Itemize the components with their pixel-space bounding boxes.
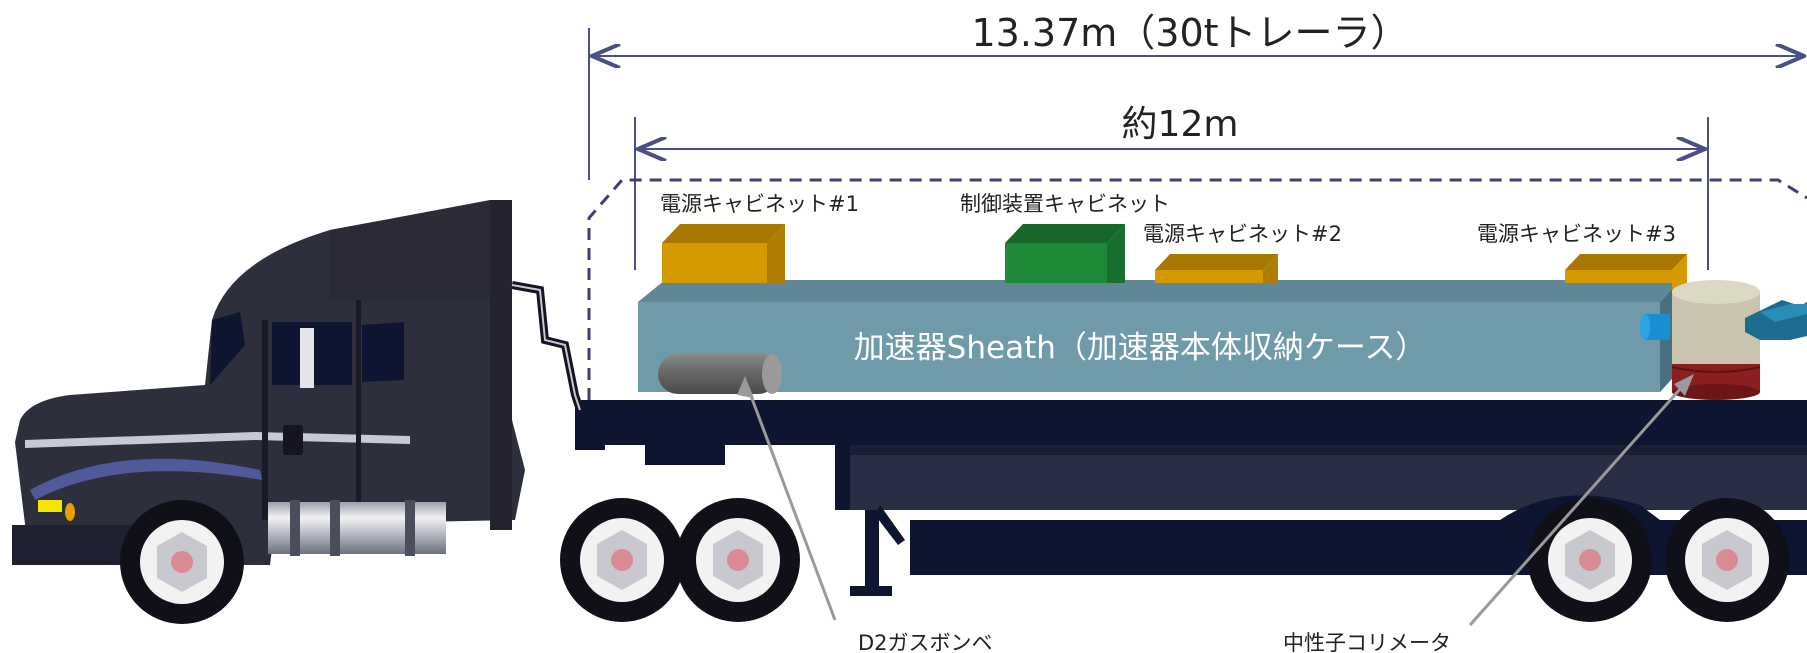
sheath-label: 加速器Sheath（加速器本体収納ケース） — [854, 330, 1427, 366]
envelope-outline — [587, 178, 1807, 400]
collimator-label: 中性子コリメータ — [1283, 631, 1451, 653]
truck-cab — [12, 200, 584, 565]
gas-cylinder-label: D2ガスボンベ — [858, 631, 993, 653]
accelerator-length-label: 約12m — [1122, 104, 1239, 145]
accelerator-sheath: 加速器Sheath（加速器本体収納ケース） — [638, 280, 1680, 392]
callout-collimator: 中性子コリメータ — [1283, 374, 1694, 653]
wheel-drive-2 — [676, 498, 800, 622]
trailer — [575, 400, 1807, 596]
cabinet-power-1: 電源キャビネット#1 — [660, 192, 859, 283]
wheel-trailer-1 — [1528, 498, 1652, 622]
cabinet-power-1-label: 電源キャビネット#1 — [660, 192, 859, 216]
callout-gas-cylinder: D2ガスボンベ — [737, 376, 993, 653]
cabinet-power-2-label: 電源キャビネット#2 — [1143, 222, 1342, 246]
wheels — [120, 498, 1789, 624]
cabinet-power-2: 電源キャビネット#2 — [1143, 222, 1342, 283]
total-length-label: 13.37m（30tトレーラ） — [971, 11, 1408, 55]
cabinet-control: 制御装置キャビネット — [960, 192, 1170, 283]
dimension-accelerator: 約12m — [634, 104, 1709, 270]
cabinet-power-3-label: 電源キャビネット#3 — [1477, 222, 1676, 246]
cabinet-power-3: 電源キャビネット#3 — [1477, 222, 1687, 376]
cabinet-control-label: 制御装置キャビネット — [960, 192, 1170, 216]
wheel-front — [120, 500, 244, 624]
wheel-trailer-2 — [1665, 498, 1789, 622]
dimension-total: 13.37m（30tトレーラ） — [588, 11, 1804, 180]
wheel-drive-1 — [560, 498, 684, 622]
gas-cylinder — [658, 354, 782, 394]
neutron-collimator — [1640, 280, 1807, 400]
